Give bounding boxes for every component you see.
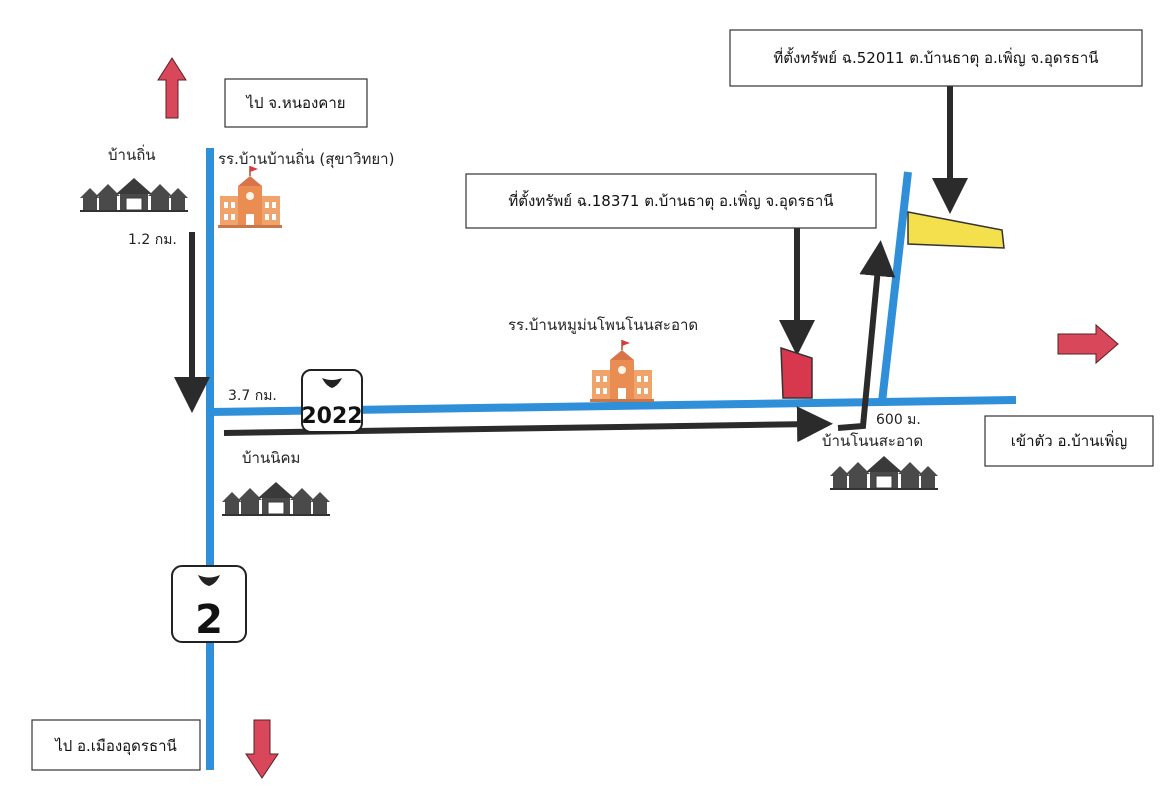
school-banthin-label: รร.บ้านบ้านถิ่น (สุขาวิทยา) — [218, 148, 394, 169]
route-arrow-north — [837, 240, 896, 431]
svg-text:ที่ตั้งทรัพย์ ฉ.52011 ต.บ้านธา: ที่ตั้งทรัพย์ ฉ.52011 ต.บ้านธาตุ อ.เพิ่ญ… — [773, 47, 1098, 68]
village-nonsaat-label: บ้านโนนสะอาด — [822, 432, 923, 450]
school-banthin-icon — [217, 165, 283, 229]
school-monpho-label: รร.บ้านหมูม่นโพนโนนสะอาด — [508, 316, 698, 334]
svg-text:ไป จ.หนองคาย: ไป จ.หนองคาย — [245, 94, 345, 112]
parcel-18371-shape — [780, 346, 813, 399]
svg-text:เข้าตัว อ.บ้านเพิ่ญ: เข้าตัว อ.บ้านเพิ่ญ — [1011, 430, 1128, 450]
parcel-52011-shape — [907, 211, 1005, 249]
highway-2022-shield: 2022 — [301, 369, 363, 433]
label-box-banphue: เข้าตัว อ.บ้านเพิ่ญ — [984, 415, 1154, 467]
highway-2022-number: 2022 — [301, 404, 362, 429]
school-monpho-icon — [589, 339, 655, 403]
label-box-nongkhai: ไป จ.หนองคาย — [224, 78, 368, 128]
red-arrow-east-icon — [1057, 323, 1119, 365]
garuda-icon — [322, 378, 342, 388]
village-banthin-icon — [79, 177, 189, 213]
village-bannikhom-icon — [221, 481, 331, 517]
red-arrow-north-icon — [157, 57, 187, 119]
label-box-udon-city: ไป อ.เมืองอุดรธานี — [31, 719, 201, 771]
red-arrow-south-icon — [245, 719, 279, 779]
village-nonsaat-icon — [829, 455, 939, 491]
village-banthin-label: บ้านถิ่น — [108, 144, 156, 164]
distance-label-1: 1.2 กม. — [128, 232, 177, 248]
roads — [206, 148, 1017, 770]
highway-2-shield: 2 — [171, 565, 247, 643]
highway-2-number: 2 — [195, 597, 223, 643]
label-box-parcel-52011: ที่ตั้งทรัพย์ ฉ.52011 ต.บ้านธาตุ อ.เพิ่ญ… — [729, 29, 1143, 87]
distance-label-3: 600 ม. — [876, 412, 921, 428]
village-bannikhom-label: บ้านนิคม — [242, 449, 300, 467]
direction-arrows — [157, 57, 1119, 779]
distance-label-2: 3.7 กม. — [228, 388, 277, 404]
garuda-icon — [198, 575, 220, 586]
branch-road — [878, 171, 912, 403]
svg-text:ที่ตั้งทรัพย์ ฉ.18371 ต.บ้านธา: ที่ตั้งทรัพย์ ฉ.18371 ต.บ้านธาตุ อ.เพิ่ญ… — [508, 190, 833, 211]
label-box-parcel-18371: ที่ตั้งทรัพย์ ฉ.18371 ต.บ้านธาตุ อ.เพิ่ญ… — [465, 173, 877, 229]
svg-text:ไป อ.เมืองอุดรธานี: ไป อ.เมืองอุดรธานี — [54, 737, 177, 756]
